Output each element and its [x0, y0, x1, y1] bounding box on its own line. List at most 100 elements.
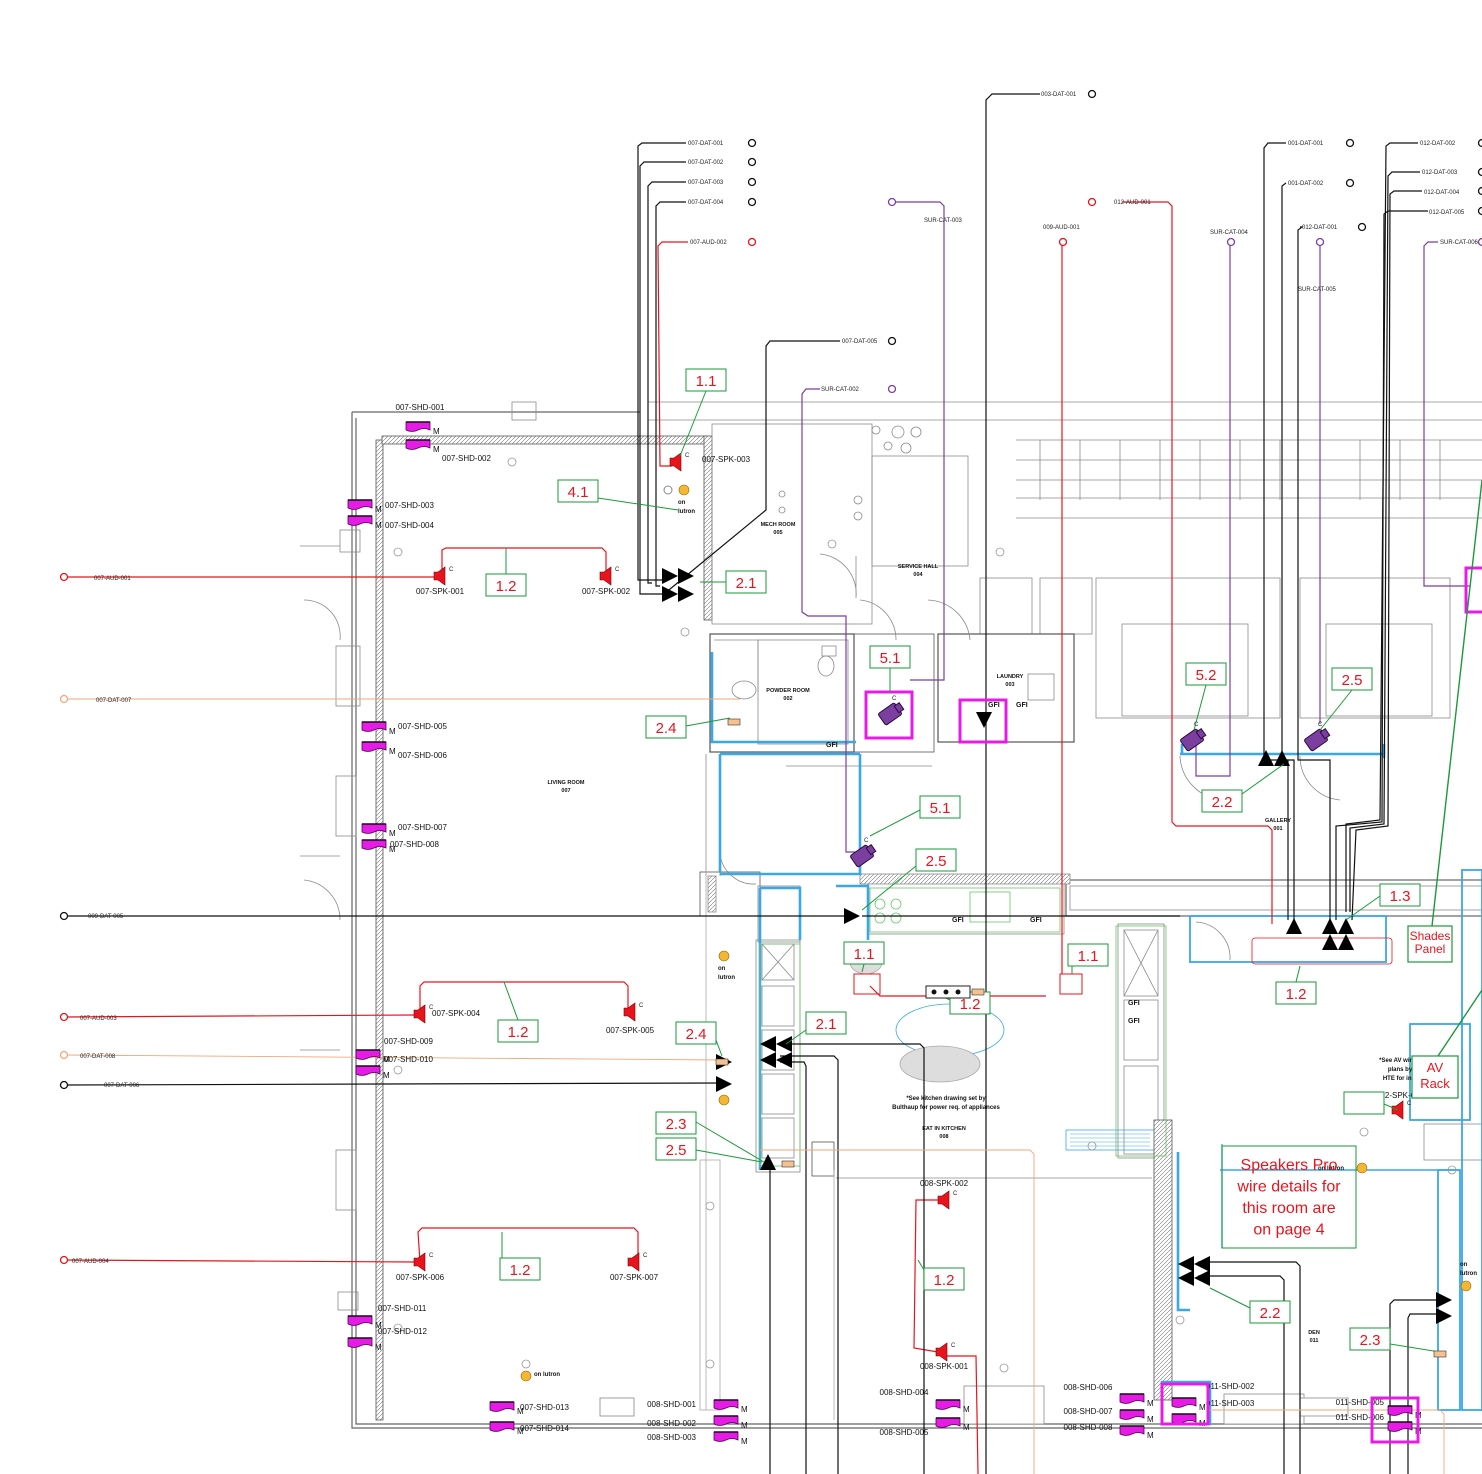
wire-end-007-dat-004 [747, 197, 757, 207]
device-plate-3 [1433, 1350, 1447, 1358]
av-rack-box [1411, 1055, 1459, 1099]
data-drop-arrow-20 [1178, 1256, 1194, 1272]
room-number-kitchen: 008 [939, 1134, 948, 1140]
shade-motor-mark: M [375, 521, 382, 530]
shade-icon [361, 839, 387, 850]
data-drop-arrow-2 [662, 586, 678, 602]
wire-sur-cat-004 [1195, 242, 1231, 777]
outlet-symbol [663, 485, 673, 495]
data-drop-arrow-7 [1286, 918, 1302, 934]
wire-end-sur-cat-002 [887, 384, 897, 394]
data-drop-arrow-17 [716, 1076, 732, 1092]
callout-label-24: 2.3 [1360, 1332, 1381, 1349]
callout-leader-4 [685, 717, 731, 727]
av-rack-line-0: AV [1427, 1060, 1444, 1075]
wire-end-007-aud-004 [59, 1255, 69, 1265]
wire-run-10 [1198, 1261, 1301, 1474]
shade-007-shd-004: M [347, 515, 382, 530]
callout-leader-10 [1241, 763, 1285, 795]
shade-motor-mark: M [383, 1071, 390, 1080]
speaker-007-spk-007: C [627, 1252, 648, 1272]
room-number-gallery: 001 [1273, 826, 1282, 832]
shade-icon [1119, 1393, 1145, 1404]
shade-label-008-shd-005: 008-SHD-005 [880, 1428, 929, 1437]
shade-008-shd-005: M [935, 1417, 970, 1432]
shade-motor-mark: M [375, 1321, 382, 1330]
kitchen-note-line-1: Bulthaup for power req. of appliances [892, 1105, 1000, 1111]
north-wall-living [381, 435, 708, 445]
callout-label-15: 1.2 [960, 996, 981, 1013]
speaker-icon [937, 1190, 950, 1210]
callout-leader-17 [715, 1039, 723, 1057]
shade-label-007-shd-008: 007-SHD-008 [390, 840, 439, 849]
shade-007-shd-003: M [347, 499, 382, 514]
wire-007-aud-004 [63, 1259, 415, 1263]
speaker-icon [413, 1252, 426, 1272]
data-drop-arrow-21 [1194, 1256, 1210, 1272]
lutron-label-3-0: on lutron [534, 1372, 560, 1378]
speaker-label-012-spk-003: 012-SPK-003 [1376, 1091, 1425, 1100]
wire-label-001-dat-001: 001-DAT-001 [1288, 141, 1324, 147]
lutron-sensor-5 [1460, 1280, 1472, 1292]
lutron-sensor-2 [718, 1094, 730, 1106]
speaker-label-008-spk-001: 008-SPK-001 [920, 1362, 969, 1371]
shade-motor-mark: M [1147, 1415, 1154, 1424]
room-name-laundry: LAUNDRY [997, 674, 1024, 680]
shade-icon [1387, 1421, 1413, 1432]
wire-end-007-aud-003 [59, 1012, 69, 1022]
shade-icon [361, 741, 387, 752]
speaker-icon [935, 1342, 948, 1362]
shade-011-shd-002: M [1171, 1397, 1206, 1412]
exterior-wall [351, 411, 1482, 1429]
shade-007-shd-013: M [489, 1401, 524, 1416]
speaker-ceiling-mark: C [1407, 1101, 1412, 1107]
data-drop-arrow-22 [1178, 1270, 1194, 1286]
shade-label-007-shd-004: 007-SHD-004 [385, 521, 434, 530]
shade-label-008-shd-008: 008-SHD-008 [1064, 1423, 1113, 1432]
shade-motor-mark: M [389, 727, 396, 736]
shade-motor-mark: M [375, 505, 382, 514]
camera-lens [1195, 727, 1207, 740]
wire-end-sur-cat-005 [1315, 237, 1325, 247]
wire-end-007-aud-002 [747, 237, 757, 247]
room-number-den: 011 [1310, 1338, 1319, 1344]
callout-label-19: 2.5 [666, 1142, 687, 1159]
shade-icon [713, 1399, 739, 1410]
shade-motor-mark: M [433, 427, 440, 436]
wire-label-sur-cat-006: SUR-CAT-006 [1440, 240, 1479, 246]
shades-panel-line-1: Panel [1415, 942, 1446, 956]
shade-icon [361, 721, 387, 732]
shade-008-shd-003: M [713, 1431, 748, 1446]
callout-box-22 [923, 1267, 965, 1291]
shade-label-011-shd-006: 011-SHD-006 [1336, 1413, 1385, 1422]
data-drop-arrow-10 [1322, 934, 1338, 950]
wire-label-sur-cat-003: SUR-CAT-003 [924, 218, 963, 224]
shade-label-011-shd-005: 011-SHD-005 [1336, 1398, 1385, 1407]
camera-lens [865, 843, 877, 856]
callout-leader-22 [917, 1259, 925, 1271]
wire-012-dat-005 [1335, 210, 1428, 920]
speaker-007-spk-003: C [669, 452, 690, 472]
gfi-label-0: GFI [826, 742, 838, 749]
callout-leader-18 [695, 1121, 765, 1163]
speaker-ceiling-mark: C [429, 1005, 434, 1011]
data-drop-arrow-14 [760, 1052, 776, 1068]
data-drop-arrow-13 [776, 1036, 792, 1052]
speaker-ceiling-mark: C [643, 1253, 648, 1259]
shade-icon [347, 499, 373, 510]
data-drop-arrow-19 [976, 712, 992, 728]
wire-label-012-dat-005: 012-DAT-005 [1429, 210, 1465, 216]
shade-icon [347, 1337, 373, 1348]
callout-label-23: 2.2 [1260, 1305, 1281, 1322]
data-drop-arrow-1 [678, 568, 694, 584]
callout-label-16: 2.1 [816, 1016, 837, 1033]
wire-007-dat-008 [63, 1054, 721, 1061]
shade-008-shd-008: M [1119, 1425, 1154, 1440]
wire-run-0 [441, 547, 607, 577]
camera-mark: C [892, 696, 897, 702]
wire-run-15 [869, 985, 1046, 997]
shade-007-shd-011: M [347, 1315, 382, 1330]
